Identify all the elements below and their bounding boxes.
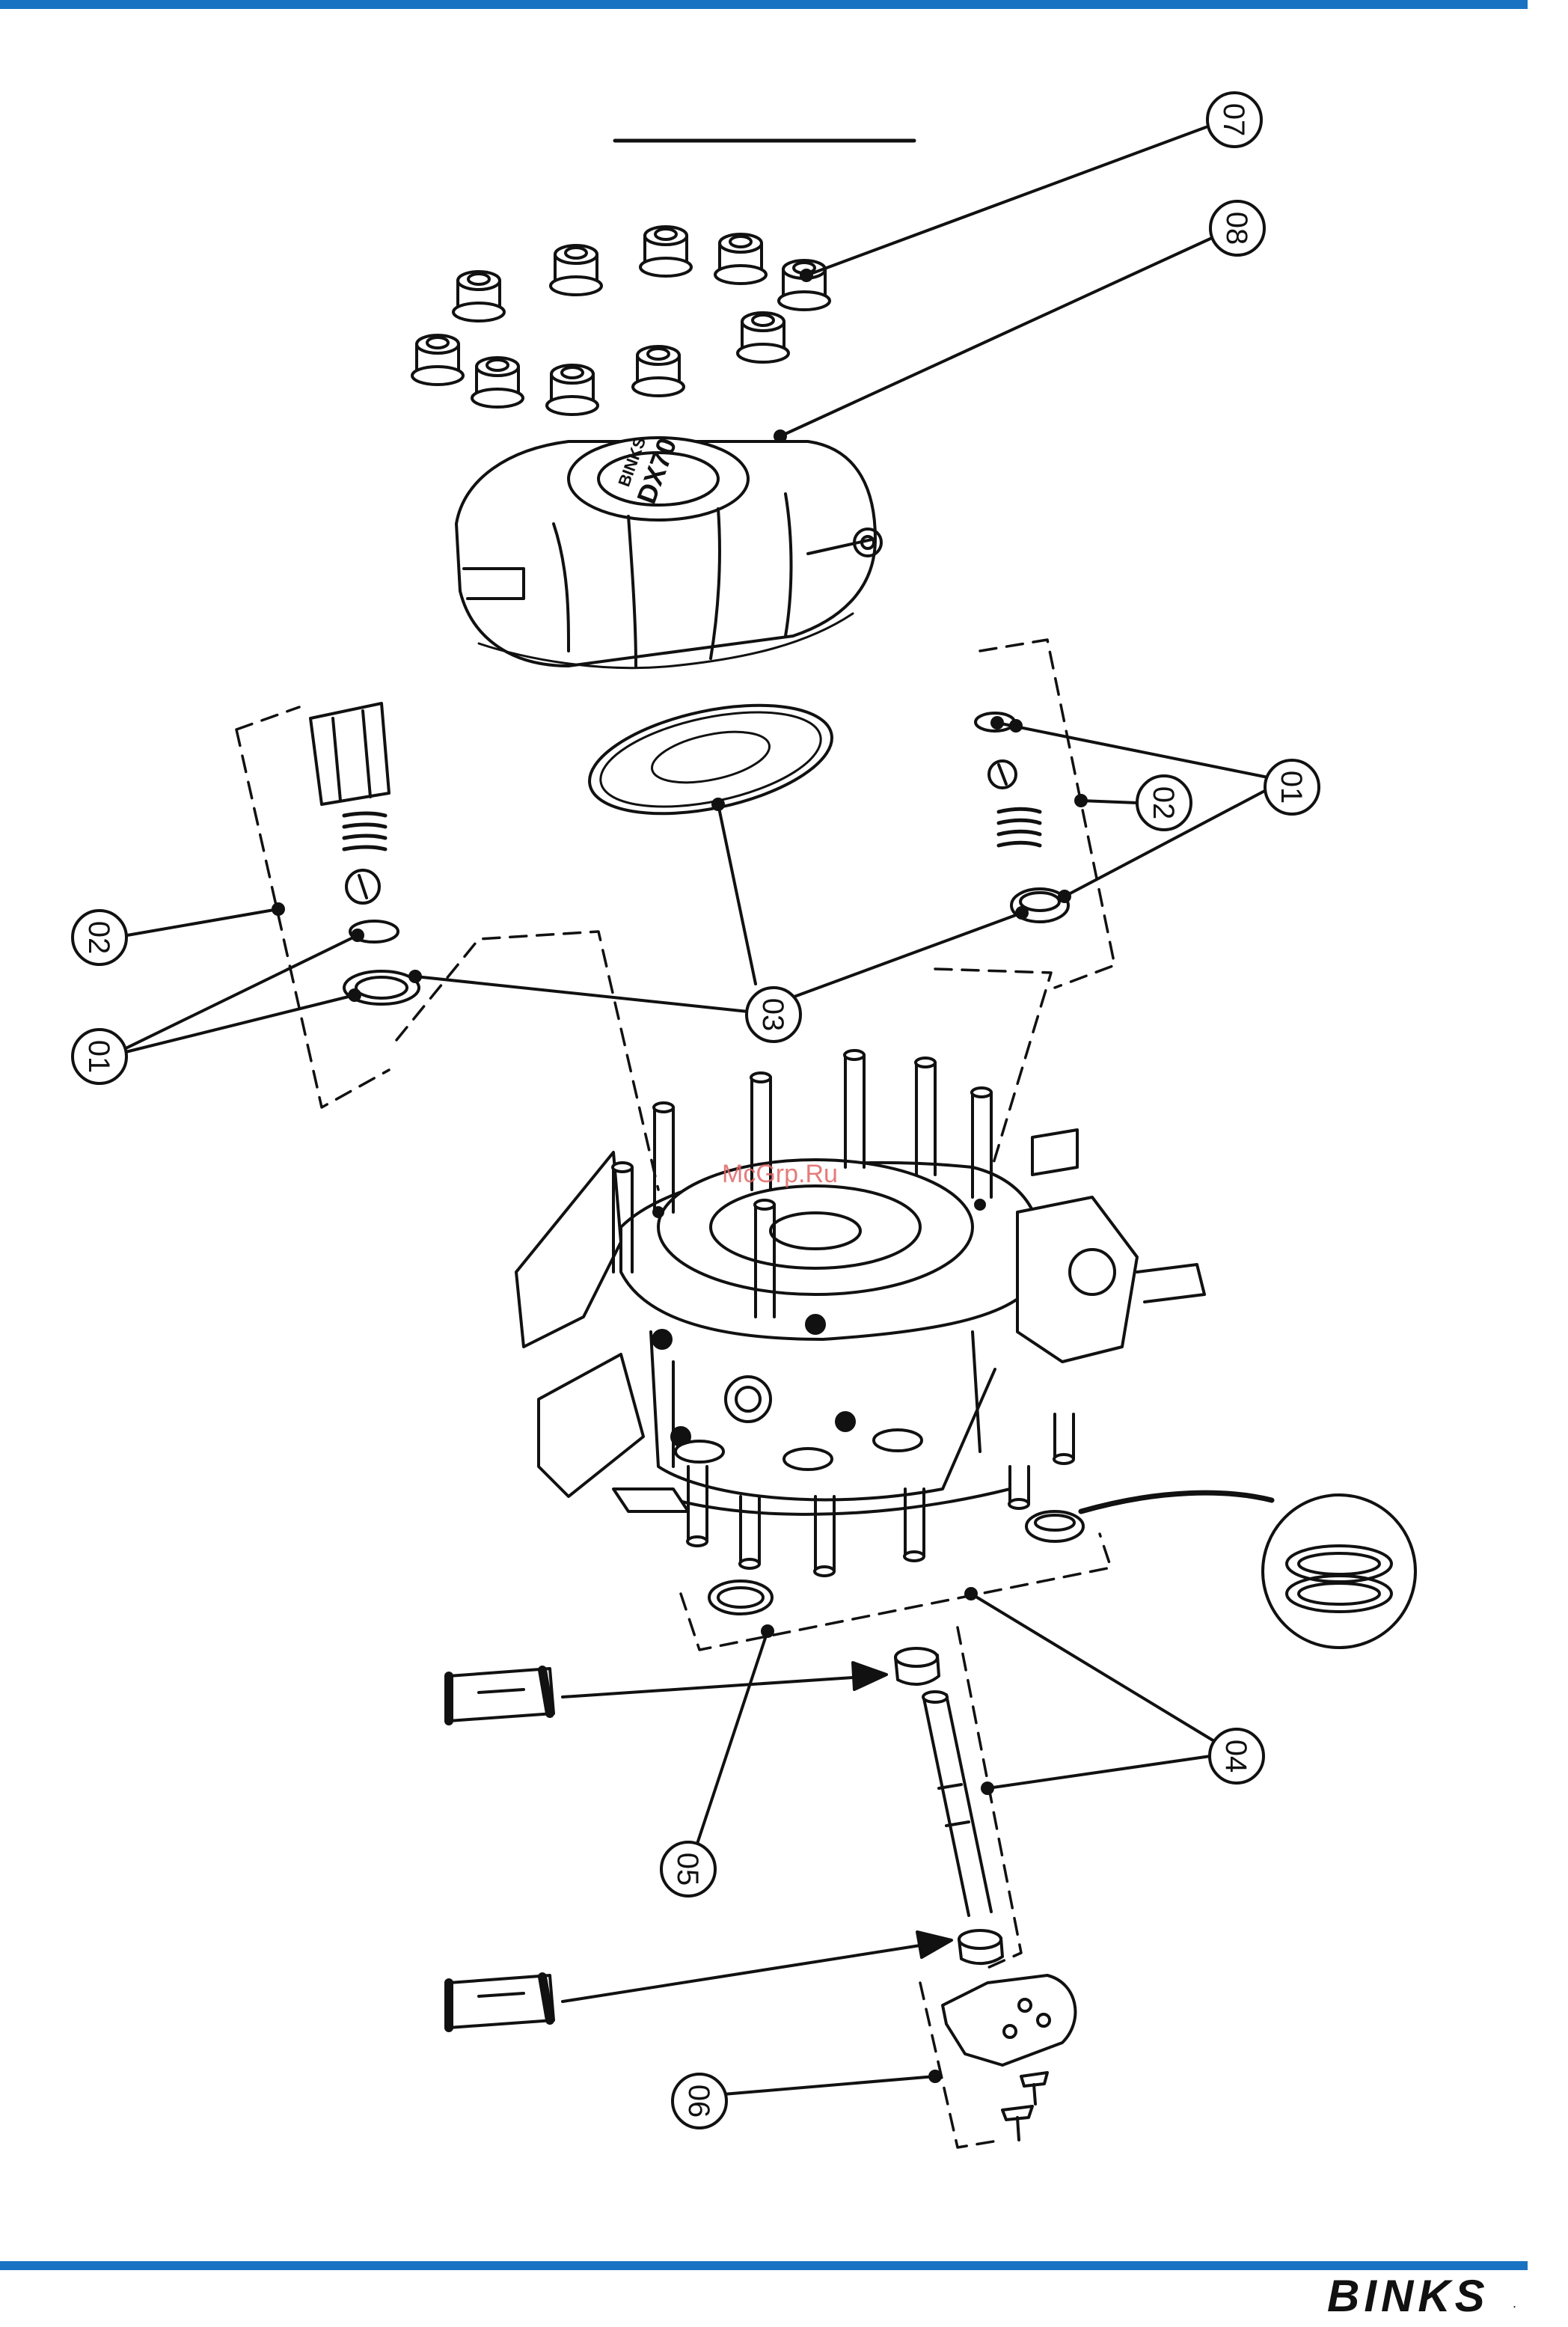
callout-05: 05 xyxy=(661,1842,715,1896)
watermark-text: McGrp.Ru xyxy=(722,1160,838,1188)
seal-detail-bubble xyxy=(1081,1493,1415,1648)
left-packing-cup-upper xyxy=(449,1669,554,1721)
binks-logo-mark: . xyxy=(1513,2296,1516,2311)
callout-01-left: 01 xyxy=(73,1030,126,1083)
bottom-blue-rule xyxy=(0,2261,1528,2270)
base-plate xyxy=(943,1975,1075,2140)
callout-02-left-label: 02 xyxy=(82,921,115,955)
callout-05-label: 05 xyxy=(671,1853,704,1886)
callout-02-right: 02 xyxy=(1137,776,1191,830)
diaphragm xyxy=(580,686,842,833)
callout-06-label: 06 xyxy=(682,2085,715,2118)
cap-nuts-group xyxy=(412,227,830,415)
left-valve-cage xyxy=(310,703,419,1004)
pump-body xyxy=(516,1051,1204,1576)
callout-08: 08 xyxy=(1210,201,1264,255)
arrows xyxy=(563,1663,952,2002)
callout-07-label: 07 xyxy=(1217,103,1250,137)
callout-circles: 07 08 01 02 02 01 03 04 05 06 xyxy=(73,93,1319,2128)
callout-03-label: 03 xyxy=(756,998,789,1032)
callout-04: 04 xyxy=(1210,1729,1264,1783)
callout-01-right-label: 01 xyxy=(1275,771,1308,804)
binks-logo: BINKS . xyxy=(1327,2275,1529,2320)
callout-04-label: 04 xyxy=(1219,1740,1252,1773)
callout-06: 06 xyxy=(673,2074,726,2128)
callout-02-left: 02 xyxy=(73,911,126,964)
callout-02-right-label: 02 xyxy=(1147,786,1180,820)
leader-lines xyxy=(120,127,1272,2095)
binks-logo-text: BINKS xyxy=(1327,2270,1489,2322)
callout-01-left-label: 01 xyxy=(82,1040,115,1074)
left-packing-cup-lower xyxy=(449,1975,554,2028)
callout-08-label: 08 xyxy=(1220,212,1253,245)
shaft-assembly xyxy=(895,1648,1002,1963)
callout-01-right: 01 xyxy=(1265,760,1319,814)
callout-03: 03 xyxy=(747,988,800,1042)
callout-07: 07 xyxy=(1207,93,1261,147)
lower-seals xyxy=(709,1511,1083,1614)
right-valve-stack xyxy=(976,713,1068,922)
